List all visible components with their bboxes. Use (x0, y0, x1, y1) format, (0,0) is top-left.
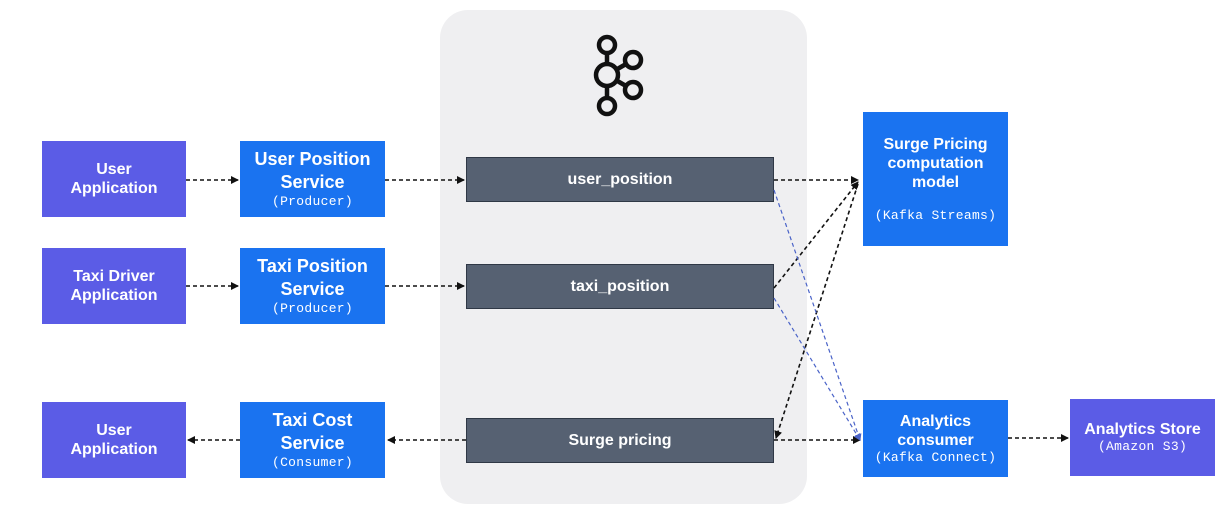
taxi-driver-application-box: Taxi Driver Application (42, 248, 186, 324)
service-label-line: Service (280, 172, 345, 192)
user-application-box: User Application (42, 141, 186, 217)
service-role: (Producer) (271, 301, 353, 316)
topic-user-position: user_position (466, 157, 774, 202)
app-label-line: User (96, 422, 132, 439)
taxi-position-service-box: Taxi Position Service (Producer) (240, 248, 385, 324)
consumer-role: (Kafka Connect) (874, 449, 997, 465)
service-label-line: Taxi Position (257, 256, 368, 276)
model-label-line: Surge Pricing (883, 135, 988, 153)
model-label-line: computation (887, 154, 984, 172)
analytics-consumer-box: Analytics consumer (Kafka Connect) (863, 400, 1008, 477)
model-label-line: model (911, 173, 960, 191)
app-label-line: Application (70, 287, 158, 304)
store-role: (Amazon S3) (1097, 439, 1188, 454)
analytics-store-box: Analytics Store (Amazon S3) (1070, 399, 1215, 476)
consumer-label-line: consumer (897, 431, 974, 449)
service-label-line: Service (280, 433, 345, 453)
arrow-taxi-position-to-analytics-consumer (773, 297, 861, 441)
app-label-line: Taxi Driver (73, 268, 155, 285)
arrow-taxi-position-to-model (773, 181, 859, 289)
topic-surge-pricing: Surge pricing (466, 418, 774, 463)
user-position-service-box: User Position Service (Producer) (240, 141, 385, 217)
service-label-line: Taxi Cost (272, 410, 353, 430)
service-role: (Consumer) (271, 455, 353, 470)
app-label-line: Application (70, 441, 158, 458)
arrow-user-position-to-analytics-consumer (773, 189, 862, 441)
app-label-line: User (96, 161, 132, 178)
surge-pricing-model-box: Surge Pricing computation model (Kafka S… (863, 112, 1008, 246)
apache-kafka-icon (593, 34, 644, 117)
arrow-model-to-surge-topic (774, 183, 859, 439)
app-label-line: Application (70, 180, 158, 197)
service-label-line: Service (280, 279, 345, 299)
taxi-cost-service-box: Taxi Cost Service (Consumer) (240, 402, 385, 478)
user-application-box: User Application (42, 402, 186, 478)
model-role: (Kafka Streams) (874, 207, 997, 223)
topic-taxi-position: taxi_position (466, 264, 774, 309)
service-role: (Producer) (271, 194, 353, 209)
consumer-label-line: Analytics (899, 412, 972, 430)
service-label-line: User Position (254, 149, 371, 169)
store-label: Analytics Store (1084, 421, 1201, 438)
